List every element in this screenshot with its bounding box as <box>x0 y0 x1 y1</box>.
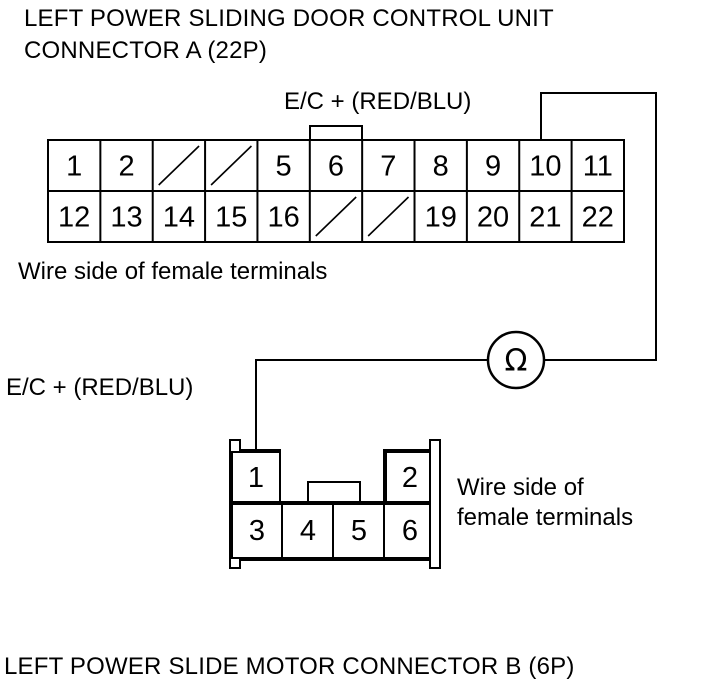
connector-a-pin-1: 1 <box>66 151 82 183</box>
connector-a-empty-cavity <box>158 145 200 186</box>
connector-a-title-line2: CONNECTOR A (22P) <box>24 37 268 64</box>
connector-a-pin-12: 12 <box>58 202 90 234</box>
connector-b-pin-3: 3 <box>249 515 265 547</box>
connector-b-body <box>229 439 441 569</box>
connector-a-title-line1: LEFT POWER SLIDING DOOR CONTROL UNIT <box>24 5 554 32</box>
connector-a-pin-11: 11 <box>583 151 613 183</box>
connector-b-latch <box>307 481 361 503</box>
connector-b-bottom-row <box>231 503 431 559</box>
connector-a-pin-13: 13 <box>110 202 142 234</box>
connector-a-side-label: Wire side of female terminals <box>18 258 328 285</box>
connector-b-title: LEFT POWER SLIDE MOTOR CONNECTOR B (6P) <box>4 653 575 680</box>
connector-a-pin-16: 16 <box>267 202 299 234</box>
connector-a-pin-22: 22 <box>582 202 614 234</box>
connector-a-pin-20: 20 <box>477 202 509 234</box>
connector-a-pin-5: 5 <box>276 151 292 183</box>
connector-b-pin-2: 2 <box>402 462 418 494</box>
connector-a-pin-2: 2 <box>118 151 134 183</box>
connector-b-cell-2 <box>385 451 431 503</box>
connector-a-latch <box>309 125 363 140</box>
connector-a-empty-cavity <box>367 196 410 237</box>
connector-a <box>47 125 625 243</box>
connector-b-cell-1 <box>231 451 281 503</box>
connector-a-empty-cavity <box>210 145 252 186</box>
connector-a-probe-label: E/C + (RED/BLU) <box>284 88 472 115</box>
connector-a-pin-6: 6 <box>328 151 344 183</box>
connector-a-empty-cavity <box>315 196 357 237</box>
connector-b-pin-4: 4 <box>300 515 316 547</box>
connector-b-side-label-line2: female terminals <box>457 504 634 531</box>
wire-to-connector-a <box>540 92 657 361</box>
connector-b <box>229 439 441 569</box>
connector-a-pin-21: 21 <box>529 202 561 234</box>
connector-a-pin-14: 14 <box>163 202 195 234</box>
connector-b-pin-1: 1 <box>248 462 264 494</box>
connector-a-pin-9: 9 <box>485 151 501 183</box>
connector-b-probe-label: E/C + (RED/BLU) <box>6 374 194 401</box>
connector-a-pin-19: 19 <box>425 202 457 234</box>
ohmmeter-icon: Ω <box>486 330 546 390</box>
connector-b-pin-6: 6 <box>402 515 418 547</box>
connector-a-pin-8: 8 <box>433 151 449 183</box>
connector-a-pin-7: 7 <box>380 151 396 183</box>
ohmmeter-symbol: Ω <box>505 344 528 379</box>
connector-b-pins: 1 2 3 4 5 6 <box>248 462 418 547</box>
wire-to-connector-b <box>255 359 487 452</box>
connector-a-grid <box>48 140 624 242</box>
connector-a-pin-15: 15 <box>215 202 247 234</box>
connector-b-side-label-line1: Wire side of <box>457 474 584 501</box>
connector-b-pin-5: 5 <box>351 515 367 547</box>
connector-a-pin-10: 10 <box>529 151 561 183</box>
